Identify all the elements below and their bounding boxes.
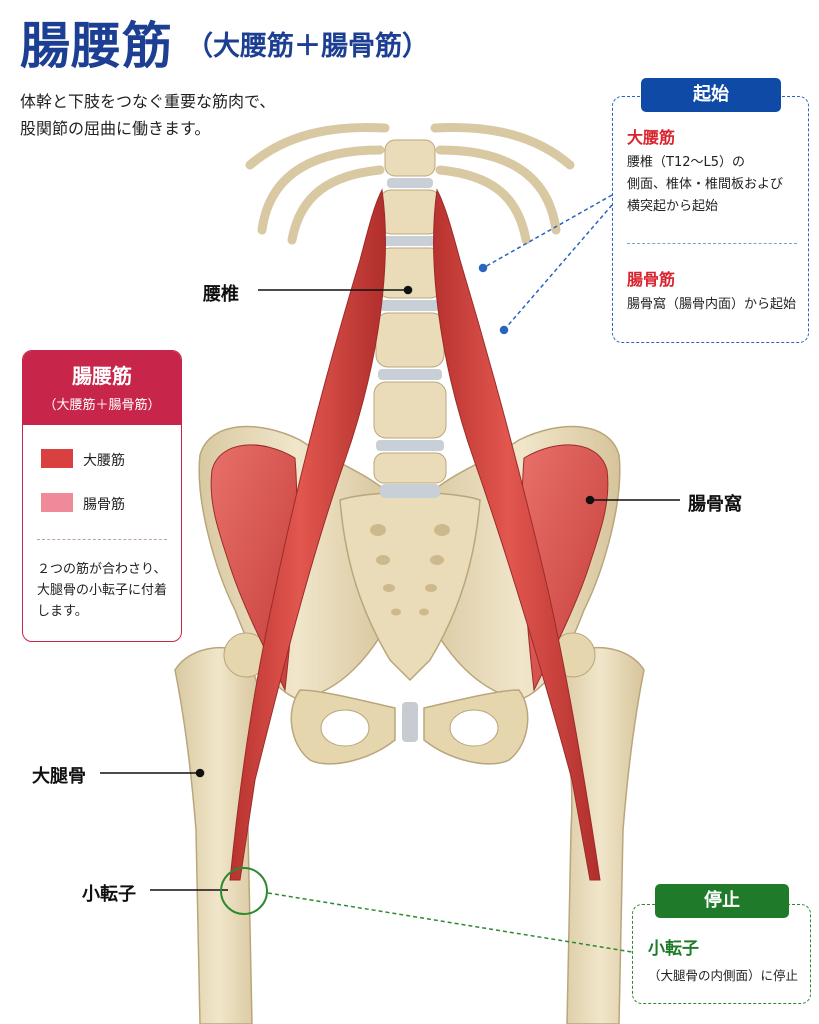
label-lesser-trochanter: 小転子 — [82, 884, 136, 905]
femurs — [174, 632, 645, 1024]
label-lumbar: 腰椎 — [203, 284, 239, 305]
legend-subheading: （大腰筋＋腸骨筋） — [43, 398, 161, 413]
insertion-text: （大腿骨の内側面）に停止 — [648, 968, 799, 983]
lead-line-2: 股関節の屈曲に働きます。 — [20, 119, 211, 138]
legend-swatch-psoas — [41, 449, 73, 468]
legend-panel: 腸腰筋 （大腰筋＋腸骨筋） 大腰筋 腸骨筋 ２つの筋が合わさり、 大腿骨の小転子… — [22, 350, 182, 642]
insertion-panel — [632, 904, 811, 1004]
page-title: 腸腰筋 — [20, 17, 173, 75]
origin-psoas-line-2: 側面、椎体・椎間板および — [627, 177, 784, 192]
legend-note-line-3: します。 — [37, 604, 88, 619]
origin-panel — [612, 96, 809, 343]
origin-psoas-text: 腰椎（T12〜L5）の 側面、椎体・椎間板および 横突起から起始 — [627, 152, 783, 218]
label-iliac-fossa: 腸骨窩 — [688, 494, 742, 515]
origin-iliacus-title: 腸骨筋 — [627, 270, 676, 289]
origin-pointers — [478, 194, 613, 335]
origin-heading: 起始 — [641, 78, 781, 112]
ribs — [245, 123, 575, 245]
legend-heading: 腸腰筋 — [72, 364, 132, 388]
origin-psoas-line-3: 横突起から起始 — [627, 199, 719, 214]
legend-divider — [37, 539, 167, 540]
legend-note: ２つの筋が合わさり、 大腿骨の小転子に付着 します。 — [37, 559, 167, 622]
legend-header: 腸腰筋 （大腰筋＋腸骨筋） — [23, 351, 181, 425]
legend-note-line-2: 大腿骨の小転子に付着 — [37, 583, 168, 598]
insertion-pointer — [267, 892, 633, 953]
legend-label-iliacus: 腸骨筋 — [83, 497, 125, 513]
legend-label-psoas: 大腰筋 — [83, 453, 125, 469]
leader-lines — [100, 285, 680, 891]
lead-text: 体幹と下肢をつなぐ重要な筋肉で、 股関節の屈曲に働きます。 — [20, 88, 275, 142]
origin-psoas-line-1: 腰椎（T12〜L5）の — [627, 155, 745, 170]
insertion-heading: 停止 — [655, 884, 789, 918]
label-femur: 大腿骨 — [32, 766, 86, 787]
page-subtitle: （大腰筋＋腸骨筋） — [186, 31, 429, 62]
lesser-trochanter-marker — [220, 867, 268, 915]
legend-note-line-1: ２つの筋が合わさり、 — [37, 562, 167, 577]
lumbar-spine — [373, 139, 447, 498]
origin-psoas-title: 大腰筋 — [627, 128, 676, 147]
origin-divider — [627, 243, 797, 244]
psoas-major-muscle — [229, 188, 601, 881]
legend-swatch-iliacus — [41, 493, 73, 512]
origin-iliacus-text: 腸骨窩（腸骨内面）から起始 — [627, 297, 797, 312]
insertion-title: 小転子 — [648, 939, 699, 959]
lead-line-1: 体幹と下肢をつなぐ重要な筋肉で、 — [20, 92, 276, 111]
